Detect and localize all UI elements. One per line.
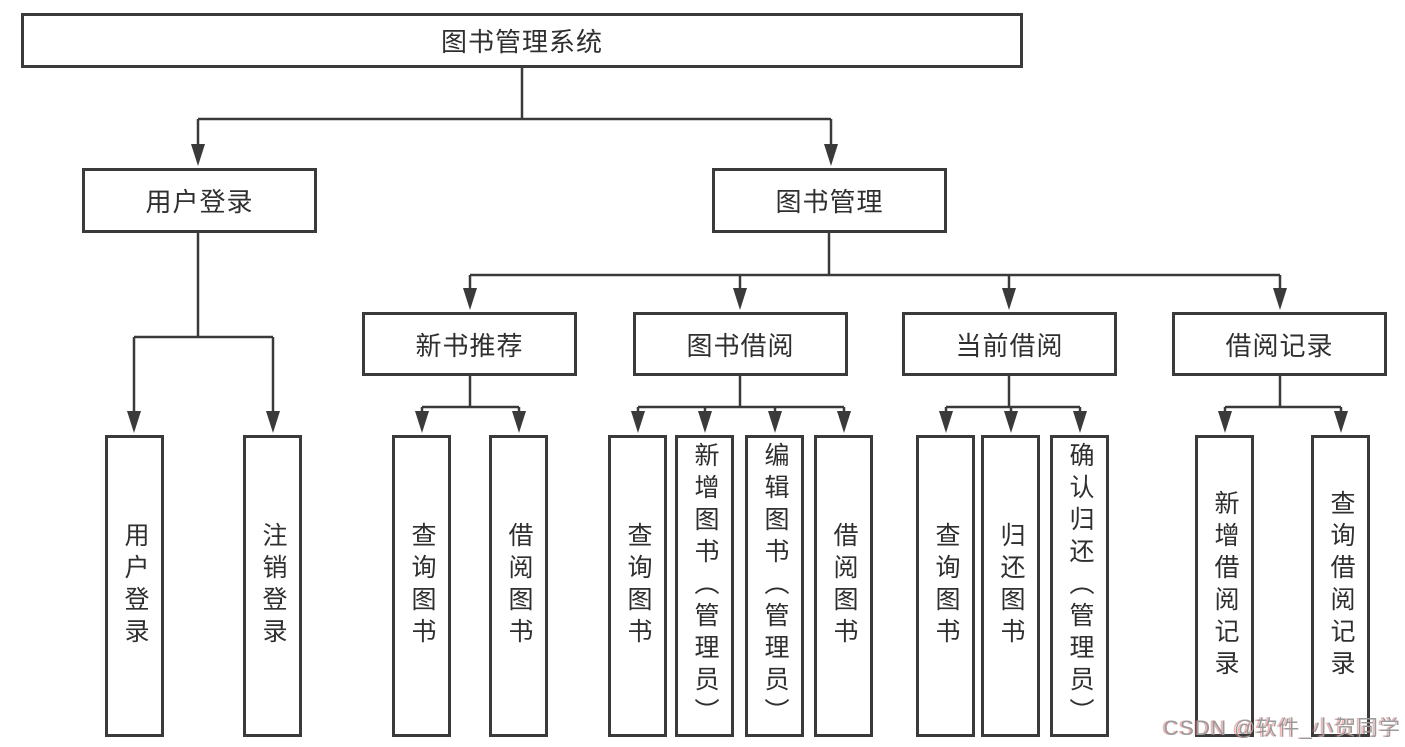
leaf-borrowing-add-books-admin: 新增图书（管理员） <box>675 435 734 737</box>
connector-book-borrowing-to-leaves <box>631 376 851 433</box>
leaf-logout: 注销登录 <box>243 435 302 737</box>
leaf-recommend-query-books: 查询图书 <box>392 435 451 737</box>
connector-current-borrowing-to-leaves <box>939 376 1087 433</box>
connector-root-to-level2 <box>191 68 838 166</box>
leaf-user-login-action: 用户登录 <box>105 435 164 737</box>
leaf-recommend-borrow-books: 借阅图书 <box>489 435 548 737</box>
leaf-borrowing-borrow-books-label: 借阅图书 <box>830 522 858 650</box>
node-book-management-label: 图书管理 <box>775 187 884 217</box>
node-new-book-recommend: 新书推荐 <box>362 312 577 376</box>
leaf-current-confirm-return-admin: 确认归还（管理员） <box>1050 435 1109 737</box>
node-book-management: 图书管理 <box>712 168 947 233</box>
connector-new-book-recommend-to-leaves <box>415 376 526 433</box>
node-borrowing-records: 借阅记录 <box>1172 312 1387 376</box>
leaf-borrowing-add-books-admin-label: 新增图书（管理员） <box>691 442 719 730</box>
leaf-logout-label: 注销登录 <box>259 522 287 650</box>
connector-book-management-to-level3 <box>463 233 1287 310</box>
leaf-user-login-action-label: 用户登录 <box>121 522 149 650</box>
leaf-current-return-books-label: 归还图书 <box>997 522 1025 650</box>
node-user-login: 用户登录 <box>82 168 317 233</box>
connector-borrowing-records-to-leaves <box>1218 376 1348 433</box>
node-user-login-label: 用户登录 <box>145 187 254 217</box>
leaf-borrowing-edit-books-admin-label: 编辑图书（管理员） <box>761 442 789 730</box>
leaf-borrowing-borrow-books: 借阅图书 <box>814 435 873 737</box>
leaf-records-add-borrow-record: 新增借阅记录 <box>1195 435 1254 737</box>
leaf-current-return-books: 归还图书 <box>981 435 1040 737</box>
leaf-borrowing-edit-books-admin: 编辑图书（管理员） <box>745 435 804 737</box>
leaf-current-query-books-label: 查询图书 <box>932 522 960 650</box>
leaf-records-query-borrow-record-label: 查询借阅记录 <box>1327 490 1355 682</box>
leaf-borrowing-query-books-label: 查询图书 <box>624 522 652 650</box>
node-library-management-system-label: 图书管理系统 <box>440 27 603 57</box>
node-book-borrowing-label: 图书借阅 <box>686 330 795 361</box>
leaf-recommend-query-books-label: 查询图书 <box>408 522 436 650</box>
node-borrowing-records-label: 借阅记录 <box>1225 330 1334 361</box>
leaf-records-query-borrow-record: 查询借阅记录 <box>1311 435 1370 737</box>
node-current-borrowing: 当前借阅 <box>902 312 1117 376</box>
node-current-borrowing-label: 当前借阅 <box>955 330 1064 361</box>
node-book-borrowing: 图书借阅 <box>633 312 848 376</box>
leaf-recommend-borrow-books-label: 借阅图书 <box>505 522 533 650</box>
csdn-watermark: CSDN @软件_小贺同学 <box>1163 717 1401 740</box>
leaf-records-add-borrow-record-label: 新增借阅记录 <box>1211 490 1239 682</box>
leaf-current-confirm-return-admin-label: 确认归还（管理员） <box>1066 442 1094 730</box>
leaf-borrowing-query-books: 查询图书 <box>608 435 667 737</box>
node-library-management-system: 图书管理系统 <box>21 13 1023 68</box>
leaf-current-query-books: 查询图书 <box>916 435 975 737</box>
node-new-book-recommend-label: 新书推荐 <box>415 330 524 361</box>
connector-user-login-to-leaves <box>127 233 280 433</box>
